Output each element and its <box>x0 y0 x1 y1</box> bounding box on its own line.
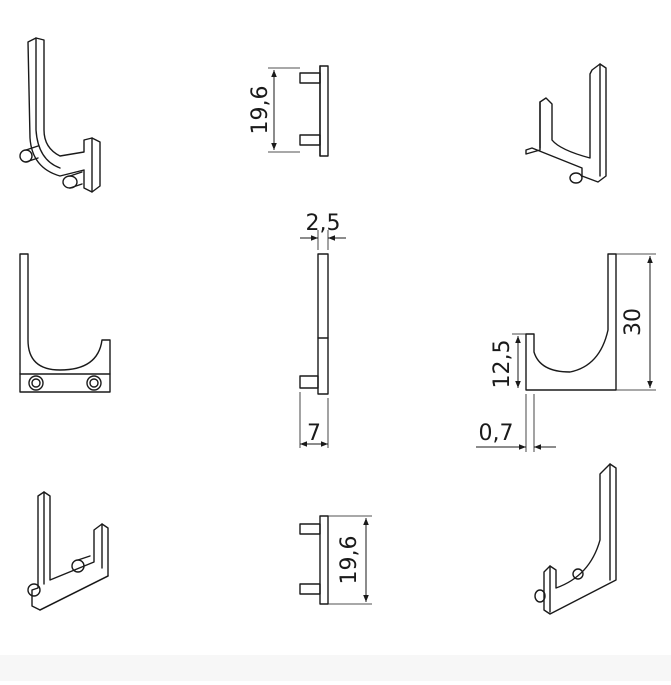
hook-isometric-top-right <box>525 63 607 184</box>
dim-peg-height: 12,5 <box>490 340 515 389</box>
hook-isometric-top-left <box>19 37 101 193</box>
hook-isometric-bottom-right <box>534 463 617 615</box>
dim-thickness: 2,5 <box>306 211 341 236</box>
footer-band <box>0 655 671 681</box>
side-profile-right: 30 12,5 0,7 <box>476 253 656 452</box>
hook-isometric-bottom-left <box>27 491 109 611</box>
dim-height-bottom: 19,6 <box>337 536 362 585</box>
dim-height-top: 19,6 <box>248 86 273 135</box>
hook-front-view <box>19 253 111 393</box>
side-view-middle: 2,5 7 <box>299 211 346 448</box>
side-view-top: 19,6 <box>248 65 329 157</box>
side-view-bottom: 19,6 <box>299 515 372 605</box>
dim-depth: 7 <box>307 421 321 446</box>
dim-total-height: 30 <box>621 308 646 336</box>
dim-offset: 0,7 <box>479 421 514 446</box>
